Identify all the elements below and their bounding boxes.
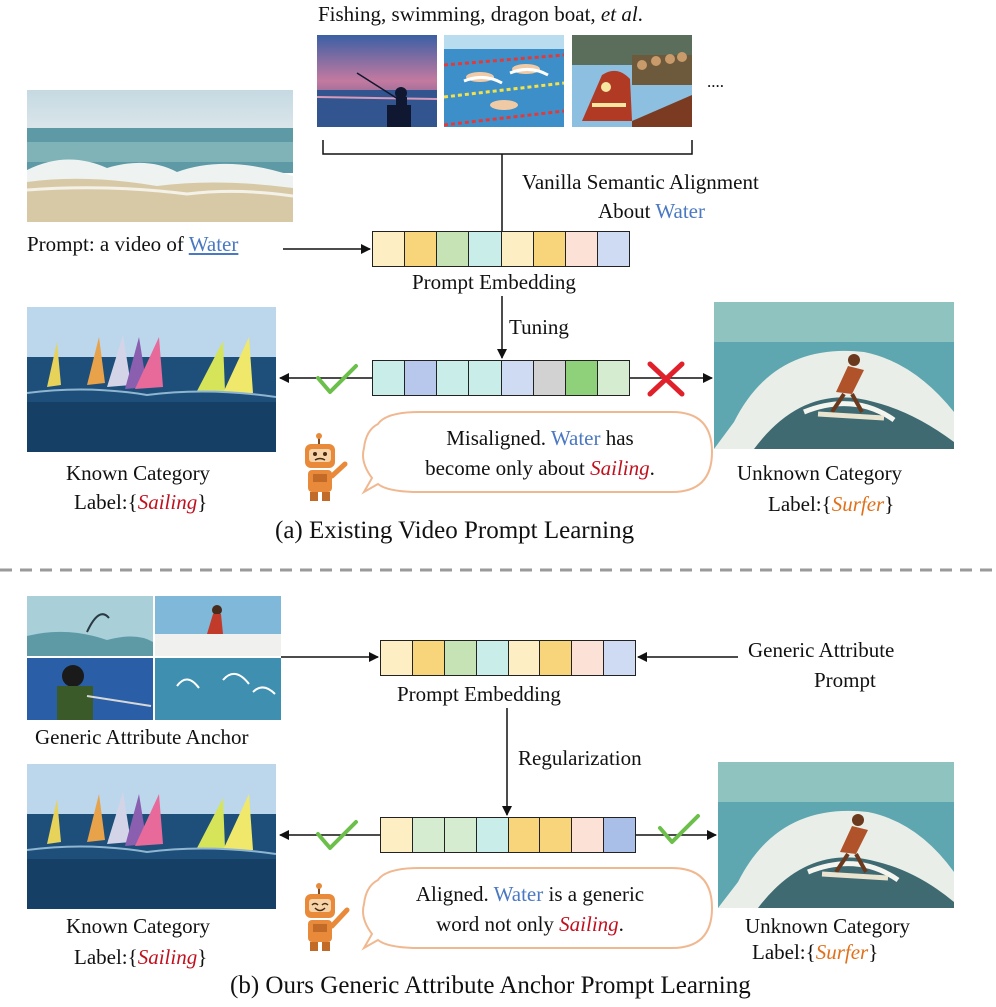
embedding-cell (444, 818, 477, 852)
bottom-unknown-label: Label:{Surfer} (752, 940, 879, 964)
embedding-cell (437, 361, 470, 395)
windsurf-image (27, 307, 276, 452)
embedding-cell (381, 818, 413, 852)
top-embedding-label: Prompt Embedding (412, 270, 576, 294)
top-prompt-embedding (372, 231, 630, 267)
bottom-prompt-embedding (380, 640, 636, 676)
embedding-cell (540, 641, 573, 675)
embedding-cell (412, 818, 445, 852)
embedding-cell (533, 361, 566, 395)
surfer-image (714, 302, 954, 449)
embedding-cell (565, 232, 598, 266)
top-tuned-embedding (372, 360, 630, 396)
embedding-cell (405, 361, 438, 395)
windsurf-image (27, 764, 276, 909)
embedding-cell (373, 361, 406, 395)
embedding-cell (476, 818, 509, 852)
embedding-cell (508, 818, 541, 852)
more-images-ellipsis: .... (707, 72, 724, 91)
bottom-embedding-label: Prompt Embedding (397, 682, 561, 706)
fishing-image (317, 35, 437, 127)
section-b-title: (b) Ours Generic Attribute Anchor Prompt… (230, 972, 751, 999)
prompt-text: Prompt: a video of Water (27, 232, 239, 256)
anchor-collage-image (27, 596, 281, 720)
check-icon (316, 820, 358, 850)
prompt-water-word: Water (188, 232, 239, 256)
alignment-line1: Vanilla Semantic Alignment (522, 170, 759, 194)
embedding-cell (597, 361, 629, 395)
swimming-image (444, 35, 564, 127)
bottom-bubble-text: Aligned. Water is a generic word not onl… (415, 882, 645, 936)
embedding-cell (604, 818, 635, 852)
embedding-cell (597, 232, 629, 266)
embedding-cell (476, 641, 509, 675)
top-speech-bubble (361, 411, 714, 495)
top-unknown-category: Unknown Category (737, 461, 903, 485)
surfer-image (718, 762, 954, 908)
section-a-title: (a) Existing Video Prompt Learning (275, 517, 635, 544)
embedding-cell (540, 818, 573, 852)
alignment-line2: About Water (598, 199, 705, 223)
top-unknown-label: Label:{Surfer} (768, 492, 895, 516)
embedding-cell (533, 232, 566, 266)
embedding-cell (437, 232, 470, 266)
generic-prompt-line1: Generic Attribute (748, 638, 895, 662)
bottom-known-category: Known Category (66, 914, 211, 938)
embedding-cell (572, 641, 605, 675)
check-icon (658, 814, 700, 844)
embedding-cell (412, 641, 445, 675)
embedding-cell (444, 641, 477, 675)
ocean-wave-image (27, 90, 293, 222)
embedding-cell (469, 361, 502, 395)
bottom-unknown-category: Unknown Category (745, 914, 911, 938)
check-icon (316, 364, 358, 394)
robot-icon (297, 432, 365, 504)
images-bracket (322, 140, 693, 155)
embedding-cell (405, 232, 438, 266)
generic-prompt-line2: Prompt (814, 668, 876, 692)
bottom-tuned-embedding (380, 817, 636, 853)
embedding-cell (501, 361, 534, 395)
embedding-cell (604, 641, 635, 675)
cross-icon (647, 361, 685, 397)
bottom-known-label: Label:{Sailing} (74, 945, 208, 969)
embedding-cell (381, 641, 413, 675)
top-known-label: Label:{Sailing} (74, 490, 208, 514)
embedding-cell (501, 232, 534, 266)
tuning-label: Tuning (509, 315, 569, 339)
embedding-cell (572, 818, 605, 852)
embedding-cell (565, 361, 598, 395)
bottom-speech-bubble (361, 867, 714, 951)
embedding-cell (469, 232, 502, 266)
activities-caption: Fishing, swimming, dragon boat, et al. (318, 2, 643, 26)
anchor-label: Generic Attribute Anchor (35, 725, 249, 749)
embedding-cell (373, 232, 406, 266)
top-bubble-text: Misaligned. Water has become only about … (425, 426, 655, 480)
embedding-cell (508, 641, 541, 675)
regularization-label: Regularization (518, 746, 642, 770)
top-known-category: Known Category (66, 461, 211, 485)
robot-icon (297, 882, 365, 954)
dragon-boat-image (572, 35, 692, 127)
